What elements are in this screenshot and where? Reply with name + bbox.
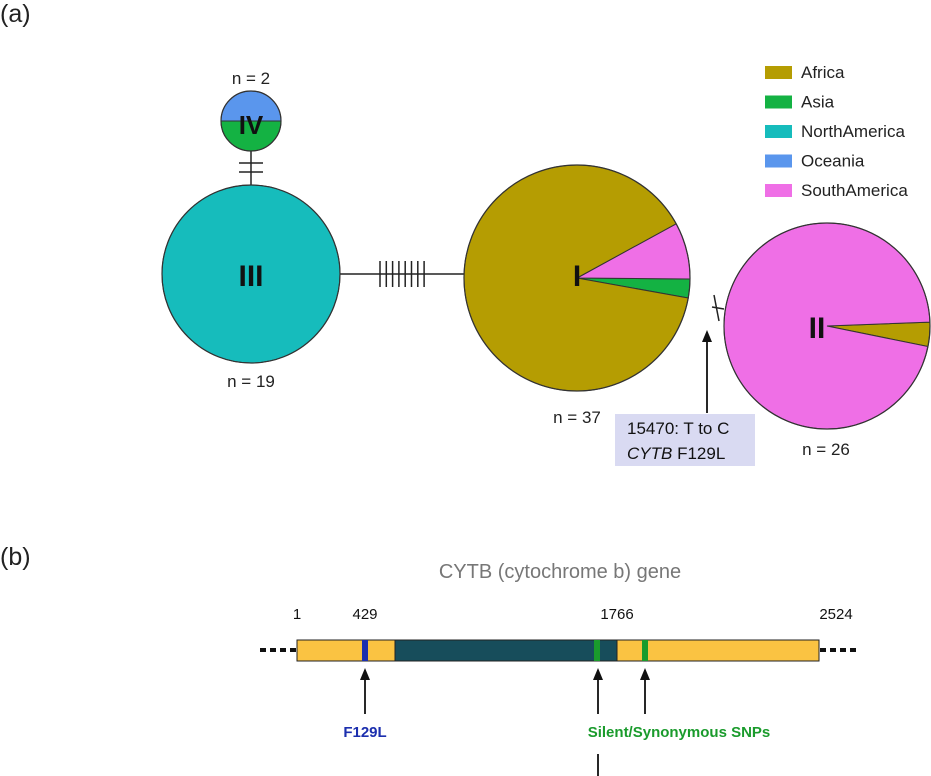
annotation-arrowhead xyxy=(702,330,712,342)
legend-label-africa: Africa xyxy=(801,63,845,82)
legend-label-southamerica: SouthAmerica xyxy=(801,181,908,200)
mutation-annotation: 15470: T to C CYTB F129L xyxy=(615,330,755,466)
mutation-change: F129L xyxy=(672,444,725,463)
haplotype-III-count: n = 19 xyxy=(227,372,275,391)
legend-swatch-oceania xyxy=(765,154,792,168)
haplotype-III-pie xyxy=(161,184,341,364)
haplotype-II-count: n = 26 xyxy=(802,440,850,459)
haplotype-IV-count: n = 2 xyxy=(232,69,270,88)
pie-outline xyxy=(463,164,691,392)
region-legend: AfricaAsiaNorthAmericaOceaniaSouthAmeric… xyxy=(765,63,908,200)
snp-marker-2 xyxy=(642,640,648,661)
mutation-tick xyxy=(713,294,720,322)
f129l-label: F129L xyxy=(343,724,386,741)
haplotype-IV: IV n = 2 xyxy=(220,69,282,152)
snp-marker-1 xyxy=(594,640,600,661)
pie-outline xyxy=(723,222,931,430)
link-i-ii xyxy=(711,306,725,310)
mutation-box xyxy=(615,414,755,466)
legend-swatch-asia xyxy=(765,95,792,109)
haplotype-III-label: III xyxy=(238,260,263,293)
haplotype-I-label: I xyxy=(573,260,581,293)
mutation-position: 15470: T to C xyxy=(627,419,729,438)
panel-b-label: (b) xyxy=(0,543,31,571)
pie-outline xyxy=(220,90,282,152)
gene-map xyxy=(260,639,856,662)
position-labels: 1 429 1766 2524 xyxy=(293,606,853,623)
f129l-marker xyxy=(362,640,368,661)
position-429: 429 xyxy=(352,606,377,623)
haplotype-I-count: n = 37 xyxy=(553,408,601,427)
haplotype-III: III n = 19 xyxy=(161,184,341,391)
haplotype-I: I n = 37 xyxy=(463,164,691,427)
gene-core-region xyxy=(394,639,618,662)
haplotype-II-pie xyxy=(723,222,931,430)
network-links xyxy=(250,148,725,310)
haplotype-II-label: II xyxy=(809,312,826,345)
haplotype-IV-pie xyxy=(220,90,282,152)
haplotype-I-pie xyxy=(463,164,691,392)
position-end: 2524 xyxy=(819,606,852,623)
mutation-gene-line: CYTB F129L xyxy=(627,444,725,463)
panel-a-label: (a) xyxy=(0,0,31,28)
snp-arrowhead-2 xyxy=(640,668,650,680)
mutation-ticks xyxy=(239,162,720,322)
position-1766: 1766 xyxy=(600,606,633,623)
snp-arrowhead-1 xyxy=(593,668,603,680)
legend-label-oceania: Oceania xyxy=(801,152,865,171)
haplotype-II: II n = 26 xyxy=(723,222,931,459)
gene-title: CYTB (cytochrome b) gene xyxy=(439,561,681,583)
gene-arrows xyxy=(360,668,650,776)
legend-label-northamerica: NorthAmerica xyxy=(801,122,905,141)
snp-label: Silent/Synonymous SNPs xyxy=(588,724,771,741)
legend-swatch-africa xyxy=(765,66,792,79)
legend-swatch-southamerica xyxy=(765,184,792,197)
pie-outline xyxy=(161,184,341,364)
legend-swatch-northamerica xyxy=(765,125,792,138)
mutation-gene: CYTB xyxy=(627,444,672,463)
position-start: 1 xyxy=(293,606,301,623)
f129l-arrowhead xyxy=(360,668,370,680)
haplotype-IV-label: IV xyxy=(239,110,264,140)
legend-label-asia: Asia xyxy=(801,93,835,112)
